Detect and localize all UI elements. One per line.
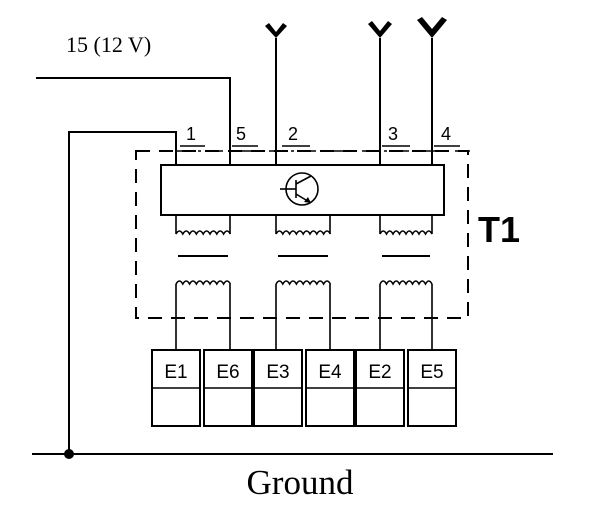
terminal-label: E2 xyxy=(368,362,391,383)
terminal-label: E6 xyxy=(216,362,239,383)
pin-label: 5 xyxy=(236,124,246,144)
ground-label: Ground xyxy=(247,463,354,502)
module-label: T1 xyxy=(478,209,520,250)
terminal-block: E5 xyxy=(407,349,457,427)
terminal-label: E5 xyxy=(420,362,443,383)
terminal-block: E2 xyxy=(355,349,405,427)
primary-coils xyxy=(175,215,433,236)
secondary-coils xyxy=(175,280,433,350)
pin-label: 4 xyxy=(441,124,451,144)
spark-plug-icon xyxy=(417,17,447,38)
terminal-label: E1 xyxy=(164,362,187,383)
supply-label: 15 (12 V) xyxy=(66,32,151,57)
terminal-label: E4 xyxy=(318,362,342,383)
ground-wire-pin-1 xyxy=(68,131,177,454)
pin-label: 3 xyxy=(388,124,398,144)
spark-plug-leads xyxy=(275,38,433,165)
terminal-block: E6 xyxy=(203,349,253,427)
terminal-block: E3 xyxy=(253,349,303,427)
spark-plug-icon xyxy=(265,23,287,38)
terminal-label: E3 xyxy=(266,362,289,383)
supply-wire xyxy=(36,77,231,165)
terminal-block: E1 xyxy=(151,349,201,427)
transistor-icon xyxy=(280,172,319,206)
spark-plug-icon xyxy=(368,21,392,38)
pin-labels: 1 5 2 3 4 xyxy=(180,124,460,147)
pin-label: 1 xyxy=(186,124,196,144)
output-terminals: E1 E6 E3 E4 E2 E5 xyxy=(151,349,457,427)
terminal-block: E4 xyxy=(305,349,355,427)
pin-label: 2 xyxy=(288,124,298,144)
